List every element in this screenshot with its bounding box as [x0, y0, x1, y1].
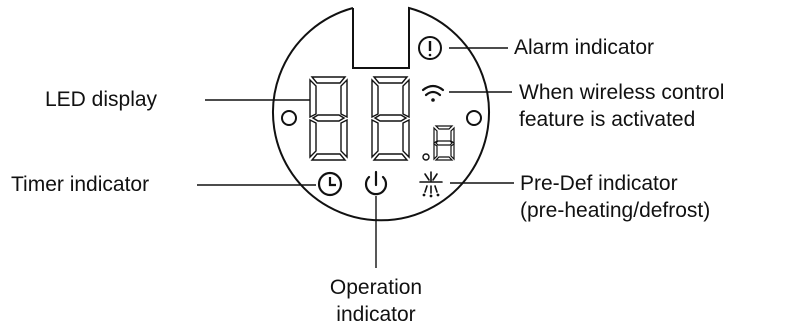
left-mount-hole	[281, 110, 297, 126]
led-digit-2	[371, 76, 410, 161]
operation-label-line-1: Operation	[329, 276, 423, 299]
predef-label-line-2: (pre-heating/defrost)	[520, 199, 711, 222]
timer-indicator-label: Timer indicator	[11, 173, 150, 196]
led-decimal-point	[422, 153, 430, 161]
wireless-label-line-1: When wireless control	[519, 81, 725, 104]
operation-indicator-label: Operation indicator	[316, 274, 436, 328]
clock-icon	[317, 171, 343, 197]
wireless-label-line-2: feature is activated	[519, 108, 696, 131]
power-icon	[364, 170, 388, 196]
led-digit-1	[309, 76, 348, 161]
snowflake-heat-icon	[419, 171, 443, 198]
panel-outline	[272, 6, 490, 222]
predef-label-line-1: Pre-Def indicator	[520, 172, 678, 195]
alarm-icon	[418, 36, 442, 60]
right-mount-hole	[466, 110, 482, 126]
wireless-icon	[421, 84, 445, 102]
led-small-digit	[433, 125, 455, 161]
predef-label: Pre-Def indicator (pre-heating/defrost)	[520, 170, 710, 224]
wireless-label: When wireless control feature is activat…	[519, 79, 724, 133]
alarm-indicator-label: Alarm indicator	[514, 36, 655, 59]
led-display-label: LED display	[45, 88, 158, 111]
operation-label-line-2: indicator	[336, 303, 416, 326]
